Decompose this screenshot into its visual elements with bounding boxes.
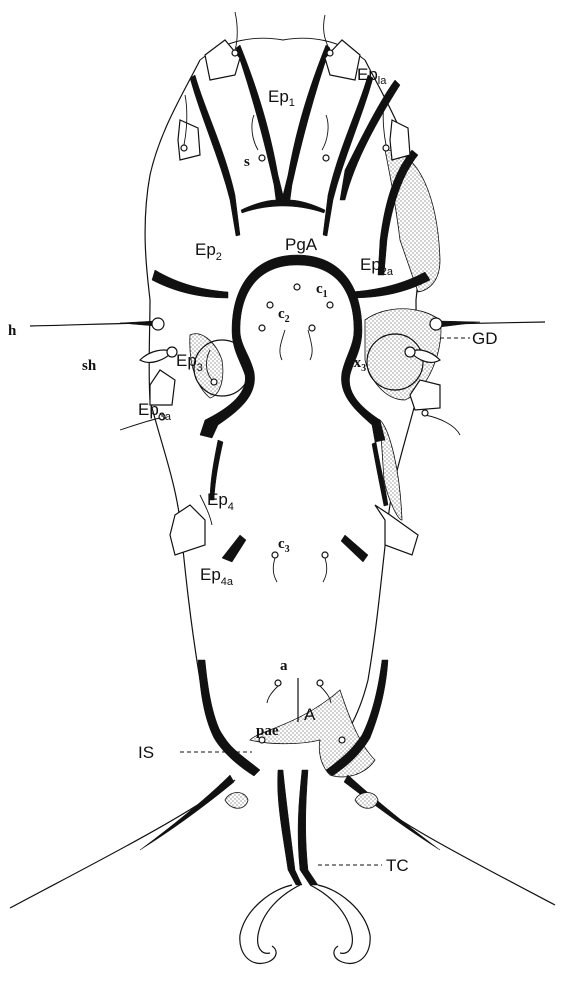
posterior-band-left — [198, 660, 260, 776]
label-s: s — [244, 154, 250, 170]
leg-plate-4-left — [170, 505, 205, 555]
hook-left-inner — [258, 885, 300, 953]
terminal-seta-right-base — [344, 775, 440, 850]
leg-plate-2-right — [390, 120, 410, 160]
label-pae: pae — [256, 723, 279, 739]
label-ep2: Ep2 — [195, 240, 222, 263]
label-gd: GD — [472, 329, 498, 348]
epimere-1a-right — [323, 75, 373, 236]
gland-opening-right — [430, 318, 442, 330]
label-sh: sh — [82, 358, 97, 374]
label-tc: TC — [386, 856, 409, 875]
label-ep1: Ep1 — [268, 87, 295, 109]
label-c3: c3 — [278, 536, 290, 555]
label-c1: c1 — [316, 281, 328, 300]
tube-right — [298, 770, 318, 885]
posterior-structures — [10, 770, 555, 963]
hook-right-inner — [310, 885, 352, 953]
leg-plate-1-right — [325, 40, 360, 80]
label-ep4a: Ep4a — [200, 565, 234, 588]
label-pga: PgA — [285, 235, 318, 254]
label-anus: A — [304, 705, 316, 724]
hook-left — [240, 885, 292, 963]
stippled-region-right-front — [385, 150, 440, 292]
label-ep2a: Ep2a — [360, 255, 394, 278]
epimere-4a-left — [222, 535, 246, 562]
epimere-2-left — [152, 270, 228, 298]
leg-plate-2-left — [178, 120, 200, 160]
label-is: IS — [138, 743, 154, 762]
humeral-socket-left — [152, 318, 164, 330]
leg-plate-1-left — [205, 40, 240, 80]
hook-right — [318, 885, 370, 963]
epimere-1 — [236, 45, 330, 213]
label-h: h — [8, 323, 17, 339]
label-a-seta: a — [280, 658, 288, 674]
posterior-lobe-outline-left — [10, 780, 235, 908]
label-ep1a: Epla — [357, 65, 387, 87]
pregenital-apodeme — [232, 255, 362, 330]
terminal-seta-left-base — [140, 775, 234, 850]
label-c2: c2 — [278, 306, 290, 325]
label-ep4: Ep4 — [207, 490, 234, 513]
epimere-4a-right — [341, 535, 368, 562]
